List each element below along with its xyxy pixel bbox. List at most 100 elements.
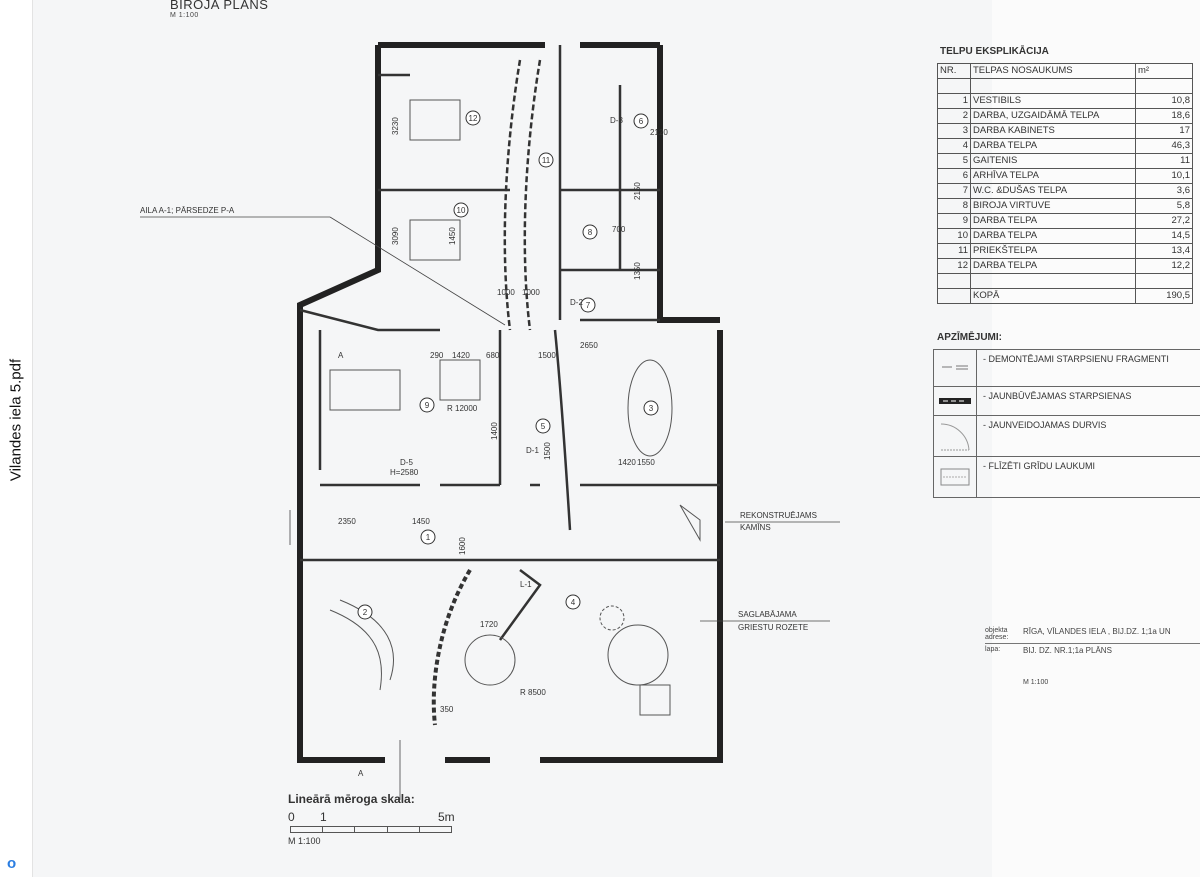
dimension-label: 1500: [543, 442, 552, 460]
room-number: 5: [541, 422, 546, 431]
cell-area: 12,2: [1135, 258, 1193, 274]
cell-name: PRIEKŠTELPA: [970, 243, 1136, 259]
drawing-title-text: BIROJA PLĀNS: [170, 0, 269, 12]
total-label: KOPĀ: [970, 288, 1136, 304]
cell-name: DARBA TELPA: [970, 213, 1136, 229]
dimension-label: A: [358, 769, 364, 778]
dimension-label: D-5: [400, 458, 413, 467]
scale-bar-scale: M 1:100: [288, 836, 321, 846]
cell-area: 27,2: [1135, 213, 1193, 229]
legend-label: - JAUNVEIDOJAMAS DURVIS: [983, 420, 1107, 430]
room-marker-circle: [565, 594, 581, 610]
cell-nr: 2: [937, 108, 971, 124]
legend-label: - FLĪZĒTI GRĪDU LAUKUMI: [983, 461, 1096, 471]
table-header-row: NR. TELPAS NOSAUKUMS m²: [937, 63, 1193, 79]
cell-name: DARBA TELPA: [970, 228, 1136, 244]
dimension-label: 1000: [497, 288, 515, 297]
room-number: 11: [542, 156, 551, 165]
room-number: 7: [586, 301, 591, 310]
cell-nr: 7: [937, 183, 971, 199]
cell-area: 10,1: [1135, 168, 1193, 184]
dimension-label: 1420: [618, 458, 636, 467]
total-area: 190,5: [1135, 288, 1193, 304]
cell-nr: 5: [937, 153, 971, 169]
cell-name: ARHĪVA TELPA: [970, 168, 1136, 184]
cell-area: 10,8: [1135, 93, 1193, 109]
room-marker-circle: [582, 224, 598, 240]
demolished-partition-icon: [934, 350, 977, 386]
dimension-label: R 12000: [447, 404, 478, 413]
title-block-sheet-row: lapa: BIJ. DZ. NR.1;1a PLĀNS: [985, 644, 1200, 657]
dimension-label: 290: [430, 351, 444, 360]
cell-name: DARBA KABINETS: [970, 123, 1136, 139]
dimension-label: 1350: [633, 262, 642, 280]
cell-area: 14,5: [1135, 228, 1193, 244]
tiled-floor-icon: [934, 457, 977, 497]
room-number: 1: [426, 533, 431, 542]
address-label: objekta adrese:: [985, 627, 1009, 641]
walls: [297, 42, 723, 763]
legend-item: - JAUNVEIDOJAMAS DURVIS: [934, 416, 1200, 457]
dimension-label: A: [338, 351, 344, 360]
cell-nr: 6: [937, 168, 971, 184]
dimension-label: 3230: [391, 117, 400, 135]
dimension-label: 2650: [580, 341, 598, 350]
cell-area: 3,6: [1135, 183, 1193, 199]
scale-bar-graphic: [290, 826, 452, 833]
scale-bar-zero: 0: [288, 810, 295, 824]
dimension-label: H=2580: [390, 468, 419, 477]
dimension-label: D-2: [570, 298, 583, 307]
drawing-title: BIROJA PLĀNS M 1:100: [170, 0, 268, 19]
scale-bar: Lineārā mēroga skala: 0 1 5m M 1:100: [288, 792, 455, 846]
title-block-scale: M 1:100: [1023, 679, 1049, 686]
cell-name: DARBA TELPA: [970, 138, 1136, 154]
dimension-label: 700: [612, 225, 626, 234]
dimension-label: 680: [486, 351, 500, 360]
dimension-label: 1500: [538, 351, 556, 360]
dimension-label: L-1: [520, 580, 532, 589]
dimension-label: 2120: [650, 128, 668, 137]
dimension-label: D-1: [526, 446, 539, 455]
fireplace-annotation-line1: REKONSTRUĒJAMS: [740, 511, 817, 520]
rosette-annotation-line1: SAGLABĀJAMA: [738, 610, 797, 619]
cell-area: 17: [1135, 123, 1193, 139]
new-door-icon: [934, 416, 977, 456]
dimension-label: 1550: [637, 458, 655, 467]
furniture: [329, 99, 701, 716]
room-number: 3: [649, 404, 654, 413]
legend-item: - DEMONTĒJAMI STARPSIENU FRAGMENTI: [934, 350, 1200, 387]
legend-label: - DEMONTĒJAMI STARPSIENU FRAGMENTI: [983, 354, 1169, 364]
annotation-leaders: [140, 216, 840, 800]
title-block-address-row: objekta adrese: RĪGA, VĪLANDES IELA , BI…: [985, 625, 1200, 644]
header-nr: NR.: [937, 63, 971, 79]
dimension-label: R 8500: [520, 688, 546, 697]
cell-name: BIROJA VIRTUVE: [970, 198, 1136, 214]
dimension-label: 1450: [412, 517, 430, 526]
cell-nr: 1: [937, 93, 971, 109]
legend: - DEMONTĒJAMI STARPSIENU FRAGMENTI - JAU…: [933, 349, 1200, 498]
cell-area: 11: [1135, 153, 1193, 169]
dimension-label: 1450: [448, 227, 457, 245]
room-marker-circle: [535, 418, 551, 434]
fireplace-annotation-line2: KAMĪNS: [740, 523, 771, 532]
cell-nr: 12: [937, 258, 971, 274]
room-marker-circle: [419, 397, 435, 413]
floor-plan: AILA A-1; PĀRSEDZE P-A REKONSTRUĒJAMS KA…: [140, 42, 840, 800]
room-number: 12: [469, 114, 478, 123]
room-number: 4: [571, 598, 576, 607]
page-indicator[interactable]: o: [7, 855, 17, 872]
explication-title: TELPU EKSPLIKĀCIJA: [940, 46, 1049, 57]
room-number: 2: [363, 608, 368, 617]
cell-area: 18,6: [1135, 108, 1193, 124]
